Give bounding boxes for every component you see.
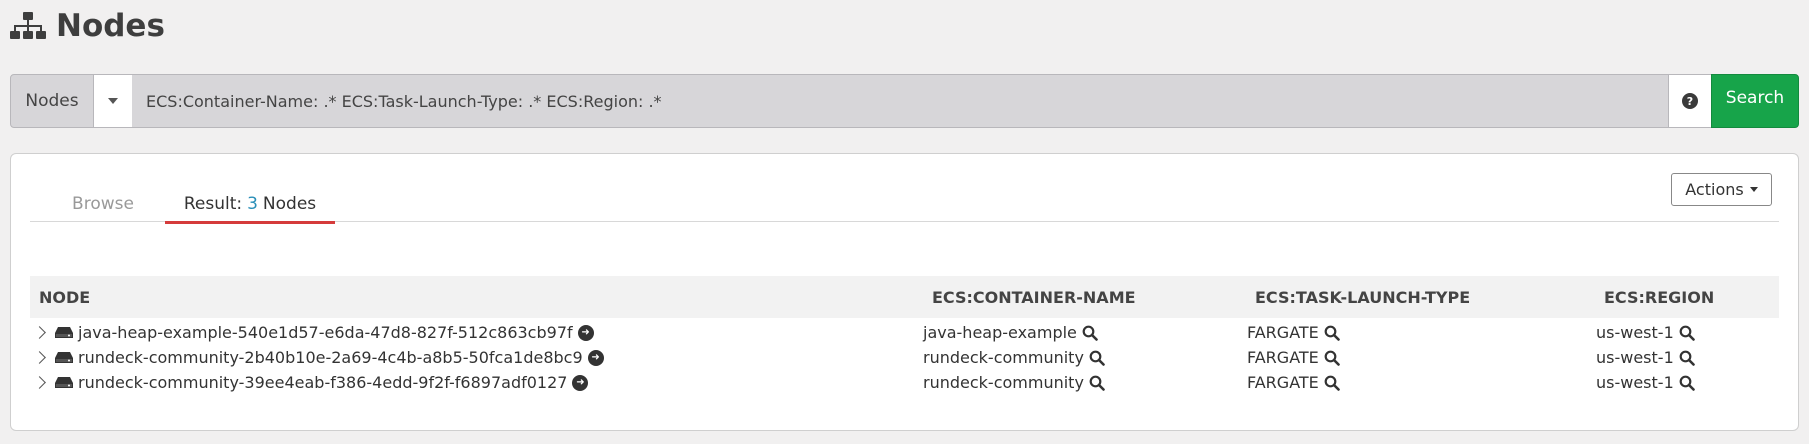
column-header-region[interactable]: ECS:REGION bbox=[1604, 287, 1715, 307]
task-launch-type-value: FARGATE bbox=[1247, 323, 1319, 342]
search-icon[interactable] bbox=[1679, 350, 1695, 366]
search-icon[interactable] bbox=[1089, 375, 1105, 391]
container-name-value: java-heap-example bbox=[923, 323, 1077, 342]
filter-type-button[interactable]: Nodes bbox=[10, 74, 94, 128]
search-icon[interactable] bbox=[1089, 350, 1105, 366]
actions-label: Actions bbox=[1685, 180, 1744, 199]
caret-down-icon bbox=[108, 98, 118, 104]
node-tabs: Browse Result: 3 Nodes bbox=[30, 154, 1779, 224]
node-filter-input[interactable] bbox=[132, 74, 1668, 128]
arrow-circle-right-icon[interactable]: ➜ bbox=[572, 374, 589, 391]
expand-chevron-icon[interactable] bbox=[33, 326, 46, 339]
filter-help-button[interactable]: ? bbox=[1668, 74, 1711, 128]
server-icon bbox=[55, 326, 73, 339]
node-name-link[interactable]: rundeck-community-39ee4eab-f386-4edd-9f2… bbox=[78, 373, 568, 392]
table-row: java-heap-example-540e1d57-e6da-47d8-827… bbox=[30, 320, 1779, 345]
expand-chevron-icon[interactable] bbox=[33, 376, 46, 389]
table-header: NODE ECS:CONTAINER-NAME ECS:TASK-LAUNCH-… bbox=[30, 276, 1779, 318]
filter-type-label: Nodes bbox=[25, 91, 79, 111]
node-name-link[interactable]: java-heap-example-540e1d57-e6da-47d8-827… bbox=[78, 323, 573, 342]
filter-dropdown-toggle[interactable] bbox=[94, 74, 132, 128]
region-value: us-west-1 bbox=[1596, 373, 1674, 392]
sitemap-icon bbox=[10, 11, 46, 41]
arrow-circle-right-icon[interactable]: ➜ bbox=[577, 324, 594, 341]
column-header-node[interactable]: NODE bbox=[39, 287, 91, 307]
actions-button[interactable]: Actions bbox=[1671, 173, 1772, 206]
tab-result-prefix: Result: bbox=[183, 194, 243, 214]
search-icon[interactable] bbox=[1082, 325, 1098, 341]
column-header-task-launch-type[interactable]: ECS:TASK-LAUNCH-TYPE bbox=[1255, 287, 1471, 307]
search-button-label: Search bbox=[1725, 88, 1785, 108]
question-circle-icon: ? bbox=[1682, 93, 1698, 109]
node-filter-bar: Nodes ? Search bbox=[10, 74, 1799, 128]
container-name-value: rundeck-community bbox=[923, 373, 1084, 392]
search-icon[interactable] bbox=[1679, 325, 1695, 341]
tab-browse[interactable]: Browse bbox=[53, 187, 153, 221]
table-row: rundeck-community-2b40b10e-2a69-4c4b-a8b… bbox=[30, 345, 1779, 370]
nodes-panel: Browse Result: 3 Nodes Actions NODE ECS:… bbox=[10, 153, 1799, 431]
result-count: 3 bbox=[247, 194, 258, 214]
node-name-link[interactable]: rundeck-community-2b40b10e-2a69-4c4b-a8b… bbox=[78, 348, 583, 367]
search-icon[interactable] bbox=[1324, 350, 1340, 366]
arrow-circle-right-icon[interactable]: ➜ bbox=[587, 349, 604, 366]
search-icon[interactable] bbox=[1324, 375, 1340, 391]
region-value: us-west-1 bbox=[1596, 323, 1674, 342]
task-launch-type-value: FARGATE bbox=[1247, 373, 1319, 392]
search-icon[interactable] bbox=[1324, 325, 1340, 341]
container-name-value: rundeck-community bbox=[923, 348, 1084, 367]
caret-down-icon bbox=[1749, 187, 1758, 192]
page-title-text: Nodes bbox=[56, 8, 165, 44]
tab-result[interactable]: Result: 3 Nodes bbox=[165, 187, 335, 224]
server-icon bbox=[55, 351, 73, 364]
tab-browse-label: Browse bbox=[72, 194, 134, 214]
page-title: Nodes bbox=[10, 6, 165, 46]
expand-chevron-icon[interactable] bbox=[33, 351, 46, 364]
search-button[interactable]: Search bbox=[1711, 74, 1799, 128]
task-launch-type-value: FARGATE bbox=[1247, 348, 1319, 367]
column-header-container-name[interactable]: ECS:CONTAINER-NAME bbox=[932, 287, 1136, 307]
server-icon bbox=[55, 376, 73, 389]
table-row: rundeck-community-39ee4eab-f386-4edd-9f2… bbox=[30, 370, 1779, 395]
tab-result-suffix: Nodes bbox=[262, 194, 317, 214]
search-icon[interactable] bbox=[1679, 375, 1695, 391]
region-value: us-west-1 bbox=[1596, 348, 1674, 367]
